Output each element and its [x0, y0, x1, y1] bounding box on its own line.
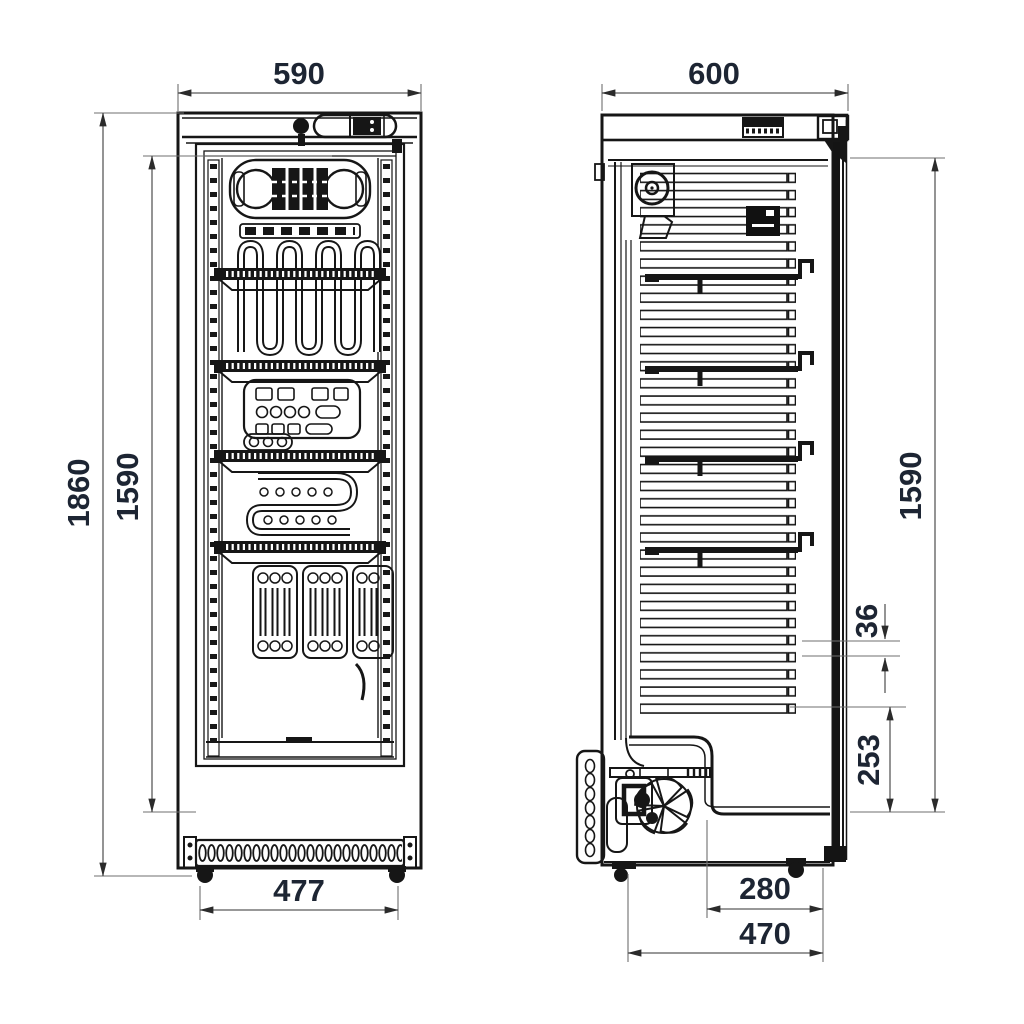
caster-wheel-left	[196, 866, 214, 883]
door-profile	[824, 120, 848, 862]
dim-interior-height-left-label: 1590	[110, 453, 145, 522]
dimension-depth: 600	[601, 56, 849, 111]
front-dimensions: 590 1860 1590 477	[61, 56, 422, 920]
wire-shelf-2	[214, 360, 386, 383]
top-hinge	[816, 114, 850, 141]
dim-base-recess-height-label: 253	[851, 734, 886, 786]
ventilation-grille	[194, 838, 406, 868]
door-hinge-pin	[392, 139, 402, 153]
dim-front-width-label: 590	[273, 56, 325, 91]
dimension-base-width: 477	[199, 873, 399, 920]
shelf-bracket-profile	[645, 259, 814, 567]
drier-filter	[606, 797, 628, 853]
dim-interior-height-right-label: 1590	[893, 452, 928, 521]
evaporator-coil-upper	[237, 239, 381, 357]
side-dimensions: 600 1590 36 253	[601, 56, 945, 962]
dimension-overall-height: 1860	[61, 112, 192, 877]
front-interior	[194, 142, 406, 768]
dim-base-depth-label: 470	[739, 916, 791, 951]
dimension-interior-height-right: 1590	[850, 157, 945, 813]
dimension-front-width: 590	[177, 56, 422, 111]
digital-display	[353, 117, 381, 135]
compressor-compartment	[575, 749, 806, 882]
dimension-base-recess-height: 253	[790, 706, 906, 813]
side-interior	[608, 159, 830, 816]
dimension-shelf-gap: 36	[802, 604, 900, 693]
dimension-recess-depth: 280	[706, 820, 824, 962]
dimension-interior-height-left: 1590	[110, 155, 332, 813]
interior-base-step	[629, 735, 830, 816]
control-box-side	[746, 206, 780, 236]
thermostat-display-housing	[312, 113, 398, 139]
dim-overall-height-label: 1860	[61, 459, 96, 528]
dim-depth-label: 600	[688, 56, 740, 91]
evaporator-coil-lower-banks	[252, 565, 394, 659]
drain-hose	[354, 662, 366, 701]
condenser-fan	[630, 773, 694, 838]
front-base	[183, 836, 417, 883]
front-view: 590 1860 1590 477	[61, 56, 423, 920]
side-feet	[612, 858, 806, 882]
dim-shelf-gap-label: 36	[849, 604, 884, 638]
wire-shelf-1	[214, 268, 386, 291]
dim-base-width-label: 477	[273, 873, 325, 908]
evaporator-coil-s-tube	[245, 472, 359, 536]
evaporator-coil-mid-block	[242, 378, 362, 451]
dimension-base-depth: 470	[627, 874, 824, 962]
caster-wheel-right	[388, 866, 406, 883]
circulation-fan-side	[631, 163, 675, 239]
back-panel-fins	[640, 170, 796, 718]
condenser-cover	[575, 749, 606, 865]
door-lock-assembly	[293, 113, 398, 146]
lock-knob	[293, 118, 309, 134]
wire-shelf-4	[214, 541, 386, 564]
interior-floor-lines	[206, 737, 394, 758]
condensate-tray	[742, 117, 784, 138]
side-view: 600 1590 36 253	[575, 56, 945, 962]
evaporator-fan-unit	[228, 158, 372, 220]
wire-shelf-3	[214, 450, 386, 473]
fan-vent-strip	[239, 223, 361, 239]
dim-recess-depth-label: 280	[739, 871, 791, 906]
